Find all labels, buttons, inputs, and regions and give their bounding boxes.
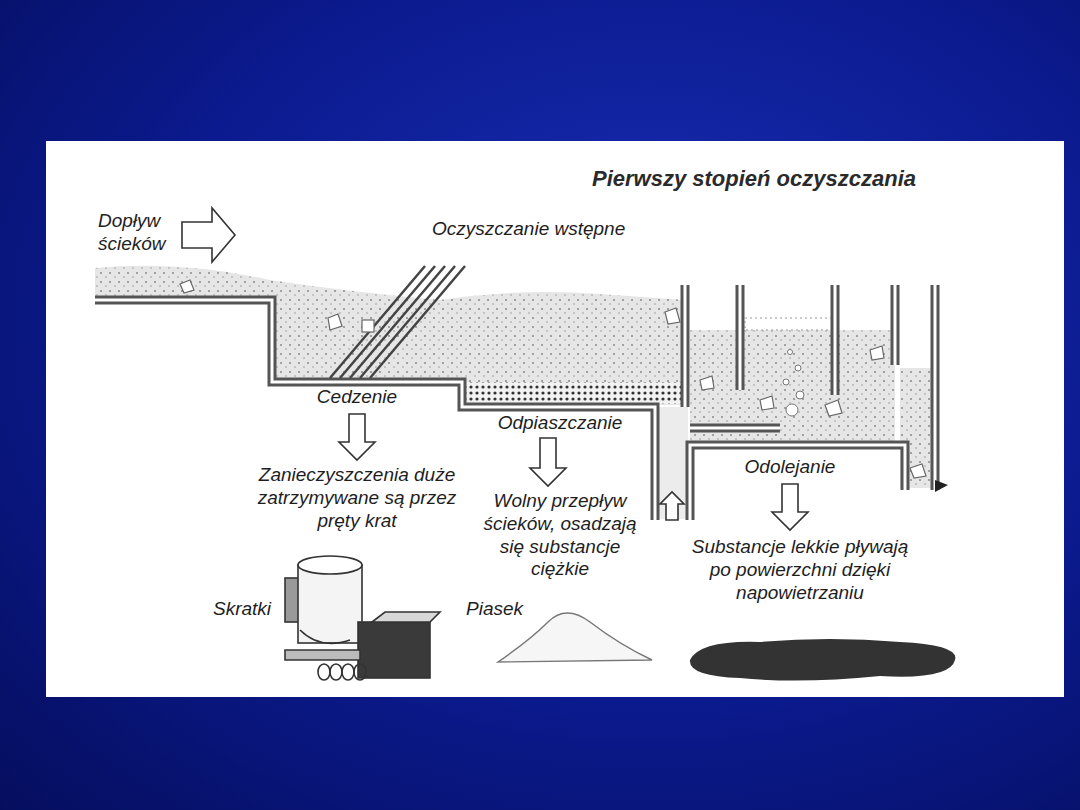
step-description: Substancje lekkie pływają po powierzchni… — [688, 536, 913, 604]
stage-label: Oczyszczanie wstępne — [432, 218, 662, 241]
step-label: Odpiaszczanie — [475, 412, 645, 435]
diagram-title: Pierwszy stopień oczyszczania — [592, 166, 972, 192]
step-description: Wolny przepływ ścieków, osadzają się sub… — [473, 490, 648, 581]
product-label: Piasek — [466, 598, 536, 621]
product-label: Skratki — [213, 598, 283, 621]
inflow-label: Dopływ ścieków — [98, 210, 180, 256]
step-description: Zanieczyszczenia duże zatrzymywane są pr… — [250, 464, 465, 532]
step-label: Cedzenie — [282, 386, 432, 409]
step-label: Odolejanie — [715, 456, 865, 479]
